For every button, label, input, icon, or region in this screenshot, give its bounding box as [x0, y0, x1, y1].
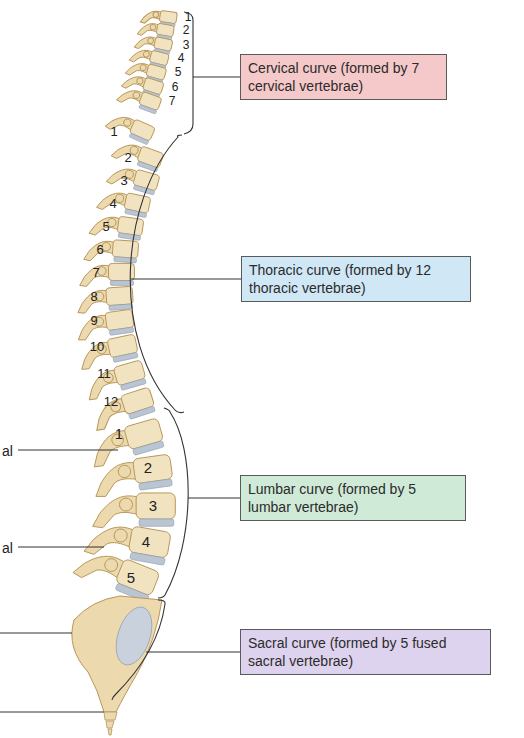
vertebra-number: 7 [169, 95, 176, 107]
curve-label-box: Sacral curve (formed by 5 fused sacral v… [240, 629, 491, 675]
curve-label-text: Cervical curve (formed by 7 cervical ver… [248, 59, 439, 95]
vertebra-number: 11 [97, 367, 111, 380]
vertebra-number: 1 [185, 11, 192, 23]
cervical-vertebrae [116, 8, 177, 115]
vertebra-number: 3 [120, 174, 127, 187]
sacrum [72, 596, 162, 735]
leader-lines [0, 450, 118, 712]
part-label: al [2, 444, 13, 458]
vertebra-number: 6 [96, 243, 103, 256]
vertebra-number: 5 [175, 66, 182, 78]
curve-label-text: Lumbar curve (formed by 5 lumbar vertebr… [248, 480, 458, 516]
vertebra-number: 2 [124, 151, 131, 164]
curve-label-text: Thoracic curve (formed by 12 thoracic ve… [249, 261, 463, 297]
vertebra-number: 7 [92, 266, 99, 279]
vertebra-number: 12 [104, 395, 118, 408]
vertebra-number: 2 [183, 24, 190, 36]
part-label: al [2, 541, 13, 555]
vertebra-number: 2 [144, 460, 152, 475]
vertebra-number: 3 [149, 498, 157, 513]
vertebra-number: 8 [90, 290, 97, 303]
vertebra-number: 3 [183, 39, 190, 51]
vertebra-number: 1 [110, 125, 117, 138]
curve-label-text: Sacral curve (formed by 5 fused sacral v… [248, 634, 483, 670]
vertebra-number: 4 [142, 534, 150, 549]
thoracic-vertebrae [75, 109, 164, 431]
curve-label-box: Cervical curve (formed by 7 cervical ver… [240, 54, 447, 100]
curve-label-box: Thoracic curve (formed by 12 thoracic ve… [241, 256, 471, 302]
curve-label-box: Lumbar curve (formed by 5 lumbar vertebr… [240, 475, 466, 521]
curve-brackets [112, 12, 241, 700]
vertebra-number: 4 [109, 197, 116, 210]
lumbar-vertebrae [72, 418, 175, 604]
vertebra-number: 10 [90, 340, 104, 353]
vertebra-number: 4 [178, 52, 185, 64]
vertebra-number: 5 [102, 220, 109, 233]
vertebra-number: 1 [115, 426, 123, 441]
vertebra-number: 5 [127, 570, 135, 585]
vertebra-number: 6 [172, 81, 179, 93]
vertebra-number: 9 [90, 314, 97, 327]
